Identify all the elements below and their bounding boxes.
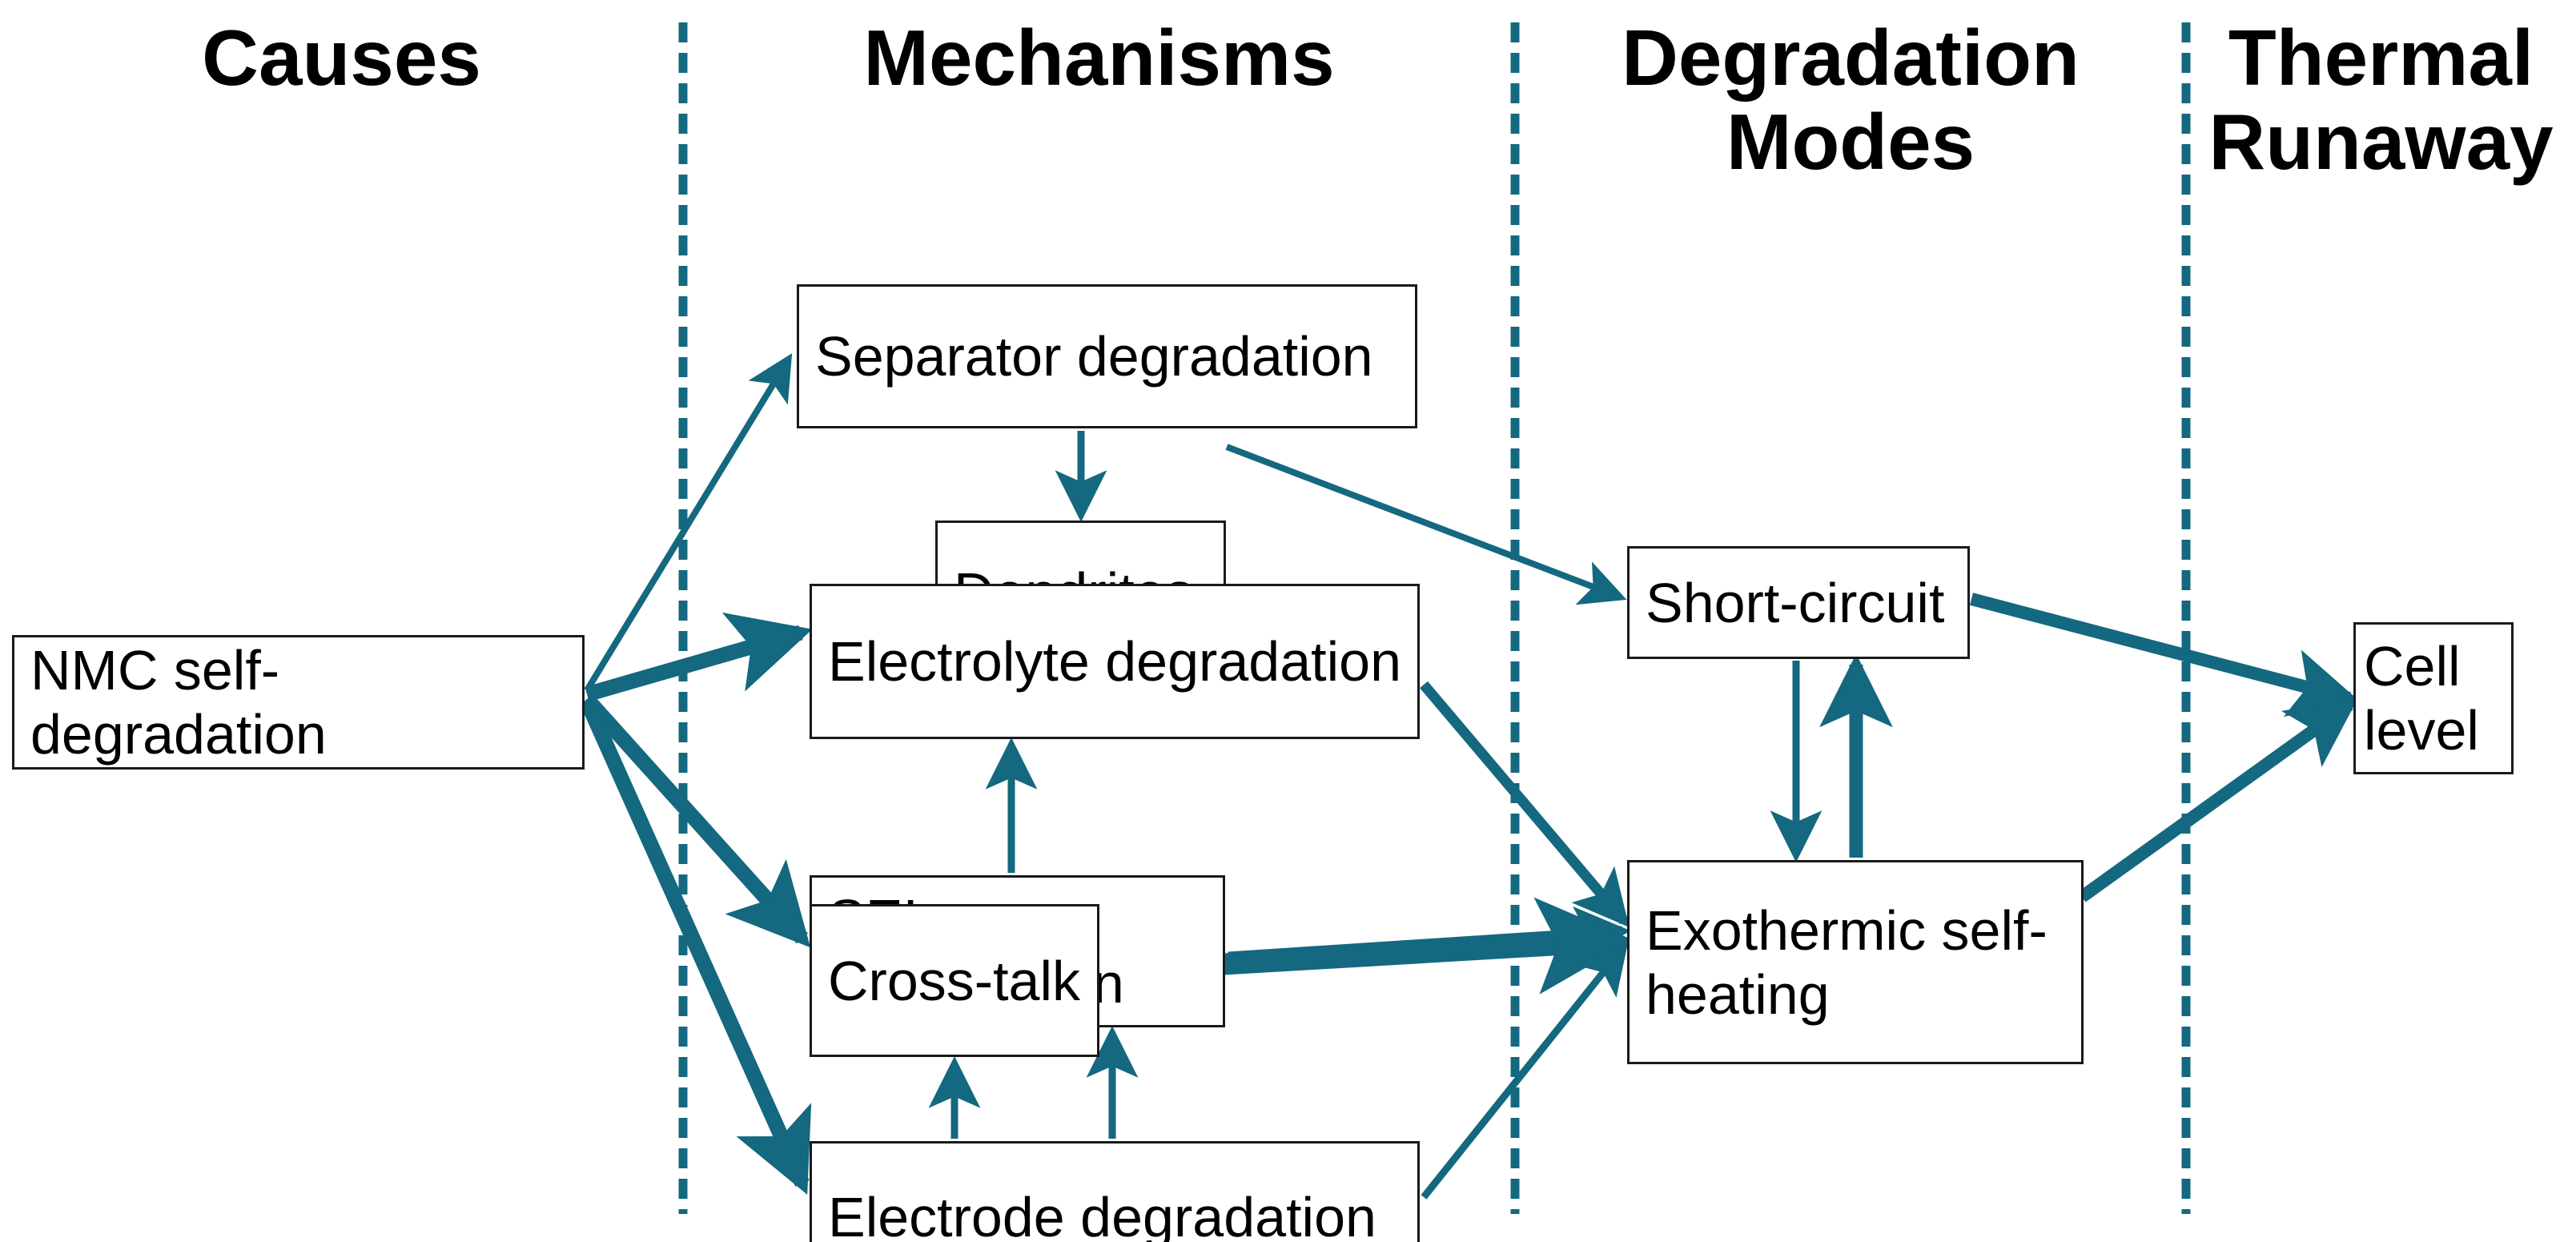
edge-nmc-to-cross-talk	[581, 693, 811, 948]
node-exothermic-self-heating[interactable]: Exothermic self-heating	[1627, 860, 2084, 1064]
column-header-mechanisms: Mechanisms	[863, 14, 1335, 102]
node-separator-degradation[interactable]: Separator degradation	[797, 284, 1417, 428]
edge-exothermic-to-cell-level	[2078, 698, 2358, 902]
column-header-thermal-runaway: Thermal Runaway	[2208, 14, 2554, 186]
edge-nmc-to-electrode	[580, 698, 812, 1195]
node-electrode-degradation[interactable]: Electrode degradation	[810, 1141, 1420, 1242]
node-electrolyte-degradation[interactable]: Electrolyte degradation	[810, 584, 1420, 739]
edge-electrode-to-exothermic	[1421, 940, 1629, 1200]
node-cell-level[interactable]: Cell level	[2353, 622, 2514, 774]
node-short-circuit[interactable]: Short-circuit	[1627, 546, 1970, 659]
edge-electrolyte-to-exothermic	[1420, 681, 1630, 927]
edge-dendrites-to-short-circuit	[1225, 444, 1627, 605]
node-nmc-self-degradation[interactable]: NMC self-degradation	[12, 635, 585, 770]
node-cross-talk[interactable]: Cross-talk	[810, 904, 1099, 1057]
edge-nmc-to-electrolyte	[585, 612, 813, 702]
edge-short-circuit-to-cell-level	[1969, 593, 2360, 717]
edge-nmc-to-separator	[584, 353, 793, 693]
column-header-causes: Causes	[202, 14, 481, 102]
column-header-degradation-modes: Degradation Modes	[1622, 14, 2080, 186]
